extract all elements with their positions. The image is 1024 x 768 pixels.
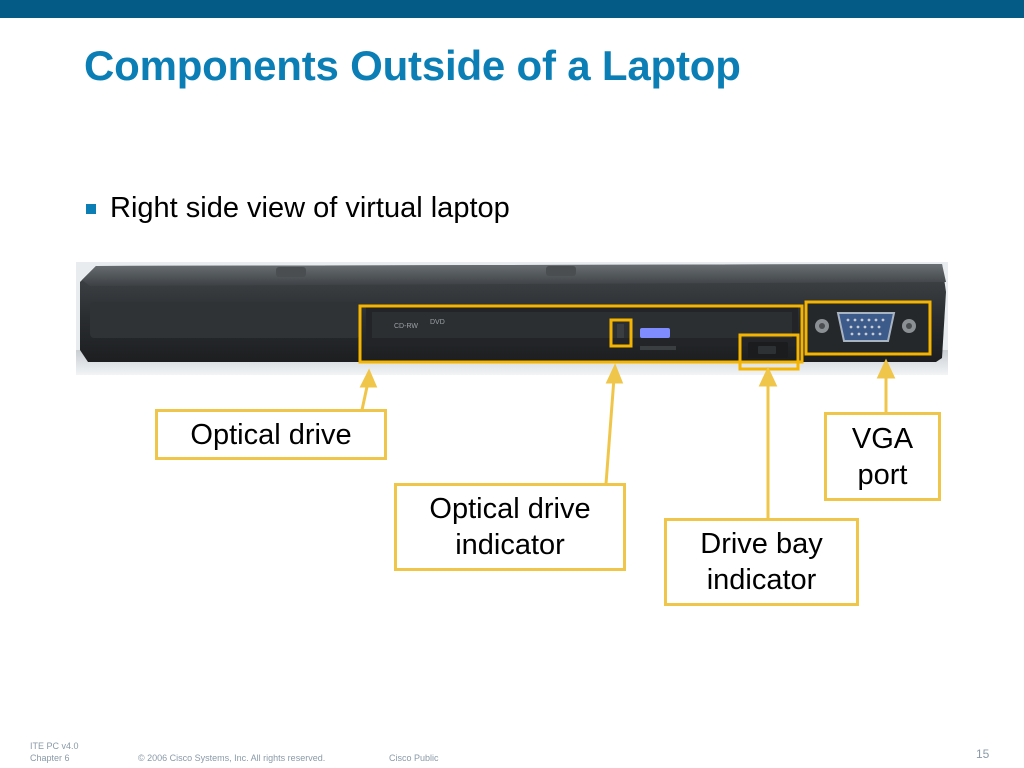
callout-optical-drive-indicator-line1: Optical drive [429,493,591,525]
drive-label-text: CD-RW [394,323,418,330]
laptop-side-view-image: CD-RW DVD [76,262,948,375]
callout-drive-bay-indicator-line2: indicator [706,564,817,596]
top-banner [0,0,1024,18]
callout-optical-drive: Optical drive [155,409,387,460]
callout-optical-drive-text: Optical drive [190,418,352,451]
footer-chapter: Chapter 6 [30,753,70,763]
callout-vga-port: VGA port [824,412,941,501]
optical-drive-highlight [358,304,804,364]
callout-vga-port-line2: port [857,458,908,491]
callout-drive-bay-indicator-line1: Drive bay [700,528,823,560]
bullet-text: Right side view of virtual laptop [110,192,510,224]
callout-optical-drive-indicator: Optical drive indicator [394,483,626,571]
page-number: 15 [976,747,990,761]
slide-title: Components Outside of a Laptop [84,42,741,89]
footer-course: ITE PC v4.0 [30,741,79,751]
optical-drive-indicator-highlight [609,318,633,348]
square-bullet-icon [86,204,96,214]
footer-classification: Cisco Public [389,753,439,763]
vga-port-highlight [804,300,932,356]
callout-drive-bay-indicator: Drive bay indicator [664,518,859,606]
dvd-label-text: DVD [430,319,445,326]
callout-optical-drive-indicator-line2: indicator [455,529,565,561]
footer-copyright: © 2006 Cisco Systems, Inc. All rights re… [138,753,326,763]
callout-vga-port-line1: VGA [851,422,914,455]
